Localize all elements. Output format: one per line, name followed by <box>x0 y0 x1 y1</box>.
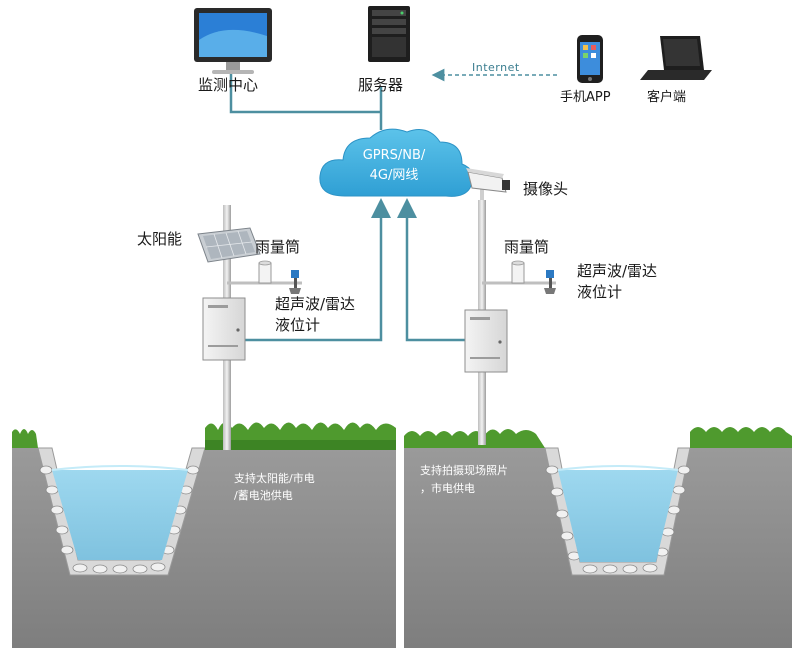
rain-gauge-icon <box>258 260 272 284</box>
top-bus <box>229 90 381 114</box>
solar-panel-icon <box>197 227 261 263</box>
right-rain-gauge-label: 雨量筒 <box>504 238 550 256</box>
left-ground <box>12 422 396 648</box>
right-photo-note-line1: 支持拍摄现场照片 <box>420 464 508 477</box>
left-station <box>197 205 302 450</box>
cloud-label-line2: 4G/网线 <box>369 168 419 183</box>
control-box-icon <box>464 309 508 373</box>
server-label: 服务器 <box>358 76 404 94</box>
left-power-note-line1: 支持太阳能/市电 <box>234 472 315 485</box>
server-icon <box>368 6 410 62</box>
mobile-app-label: 手机APP <box>560 90 611 105</box>
internet-label: Internet <box>472 61 520 74</box>
solar-panel-label: 太阳能 <box>137 230 183 248</box>
left-level-meter-label-line1: 超声波/雷达 <box>275 295 356 313</box>
left-station-uplink <box>245 198 391 342</box>
right-station-uplink <box>397 198 465 342</box>
camera-label: 摄像头 <box>523 180 569 198</box>
level-meter-icon <box>289 270 301 294</box>
left-rain-gauge-label: 雨量筒 <box>255 238 301 256</box>
monitor-center-icon <box>194 8 272 74</box>
left-level-meter-label-line2: 液位计 <box>275 316 321 334</box>
right-station <box>464 200 556 445</box>
right-level-meter-label-line1: 超声波/雷达 <box>577 262 658 280</box>
laptop-icon <box>640 36 712 80</box>
right-level-meter-label-line2: 液位计 <box>577 283 623 301</box>
connector-lines <box>229 68 465 342</box>
right-photo-note-line2: ，市电供电 <box>420 482 475 495</box>
client-label: 客户端 <box>647 90 687 105</box>
camera-icon <box>466 168 510 203</box>
mobile-phone-icon <box>577 35 603 83</box>
right-ground <box>404 427 792 648</box>
rain-gauge-icon <box>511 260 525 284</box>
left-power-note-line2: /蓄电池供电 <box>234 489 293 502</box>
cloud-label-line1: GPRS/NB/ <box>362 148 426 163</box>
control-box-icon <box>202 297 246 361</box>
monitor-center-label: 监测中心 <box>198 76 259 94</box>
level-meter-icon <box>544 270 556 294</box>
